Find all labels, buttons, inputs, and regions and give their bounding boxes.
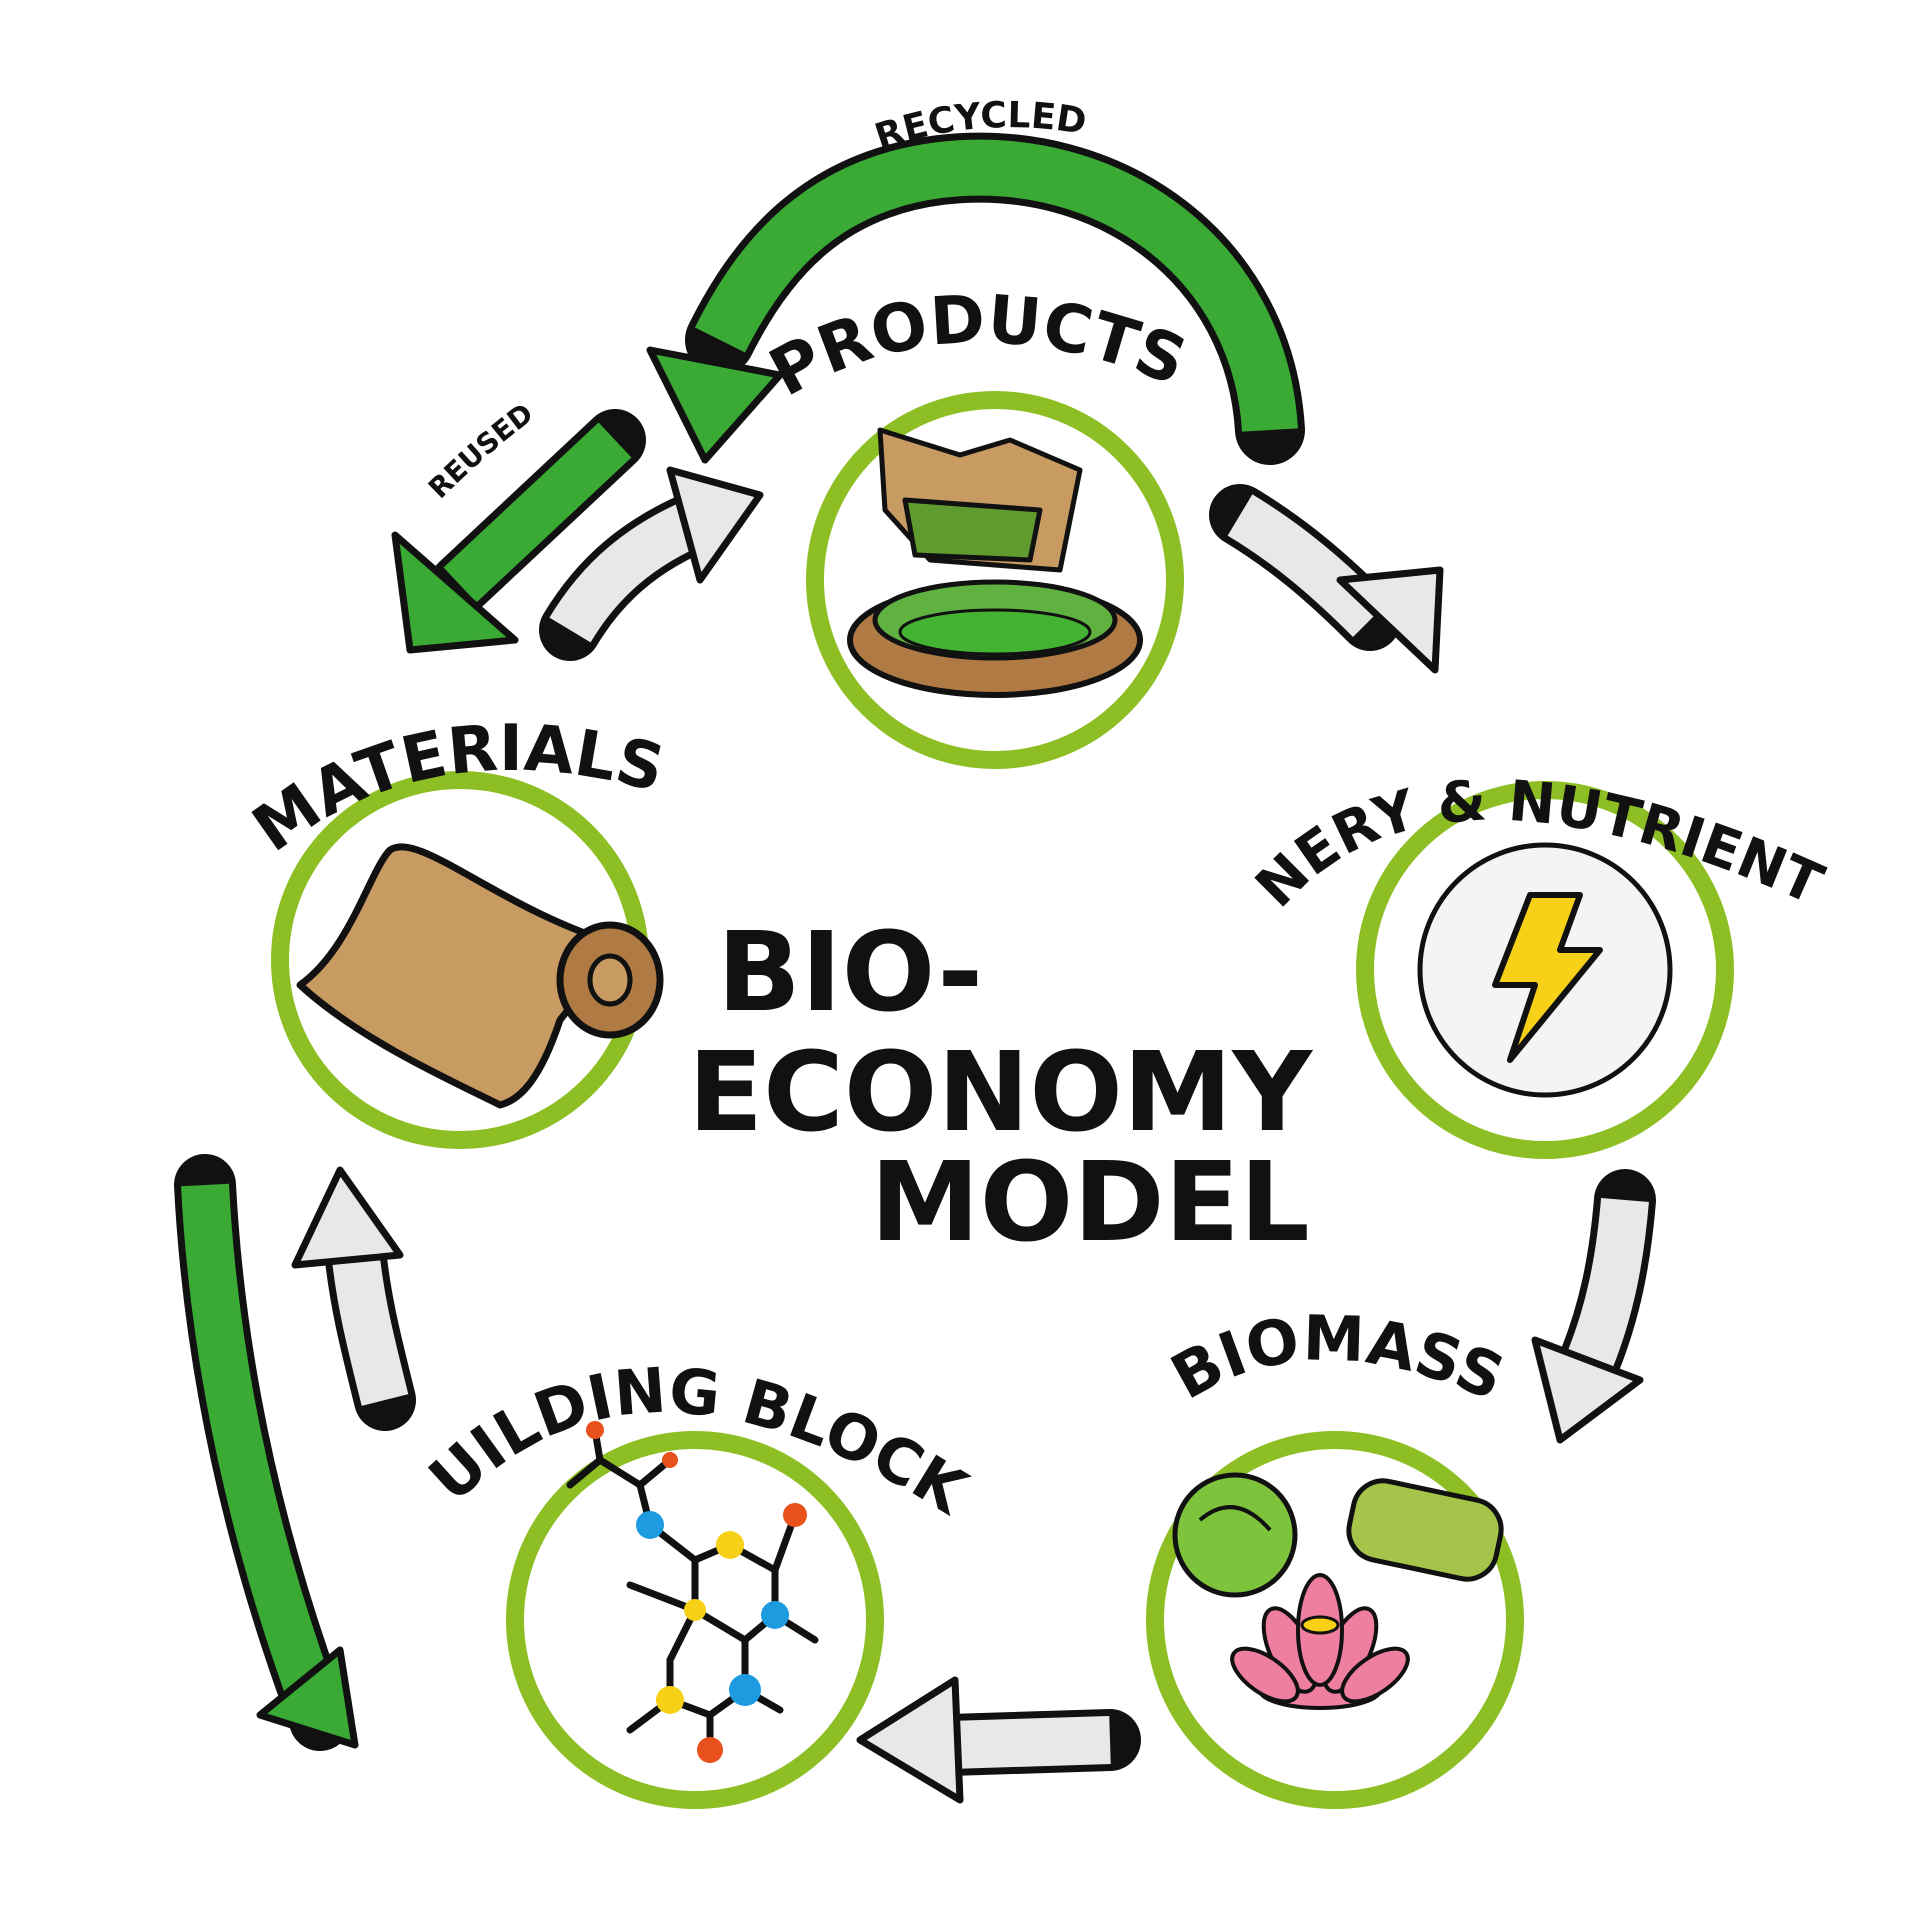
food-box-and-bowl-icon — [847, 427, 1143, 698]
materials-node: MATERIALS — [240, 712, 671, 1149]
biomass-label: BIOMASS — [1159, 1301, 1514, 1414]
arrow-building-blocks-to-materials — [291, 1166, 416, 1431]
recycled-arrow — [646, 132, 1305, 465]
reused-arrow — [391, 409, 646, 654]
products-node: PRODUCTS — [757, 281, 1197, 769]
molecule-atoms — [586, 1421, 807, 1763]
green-arrow-down-left — [174, 1154, 359, 1751]
arrow-energy-to-biomass — [1531, 1169, 1656, 1444]
arrow-biomass-to-building-blocks — [856, 1676, 1141, 1804]
products-label: PRODUCTS — [757, 281, 1196, 412]
title-line-3: MODEL — [870, 1138, 1310, 1266]
arrow-materials-to-products — [539, 466, 764, 661]
arrow-products-to-energy — [1209, 484, 1444, 674]
diagram-title: BIO- ECONOMY MODEL — [688, 908, 1313, 1266]
paper-roll-icon — [296, 843, 664, 1109]
biomass-node: BIOMASS — [1146, 1301, 1524, 1809]
plants-and-lotus-icon — [1172, 1472, 1504, 1710]
title-line-1: BIO- — [717, 908, 983, 1036]
lightning-bolt-icon — [1492, 892, 1603, 1063]
title-line-2: ECONOMY — [688, 1028, 1313, 1156]
